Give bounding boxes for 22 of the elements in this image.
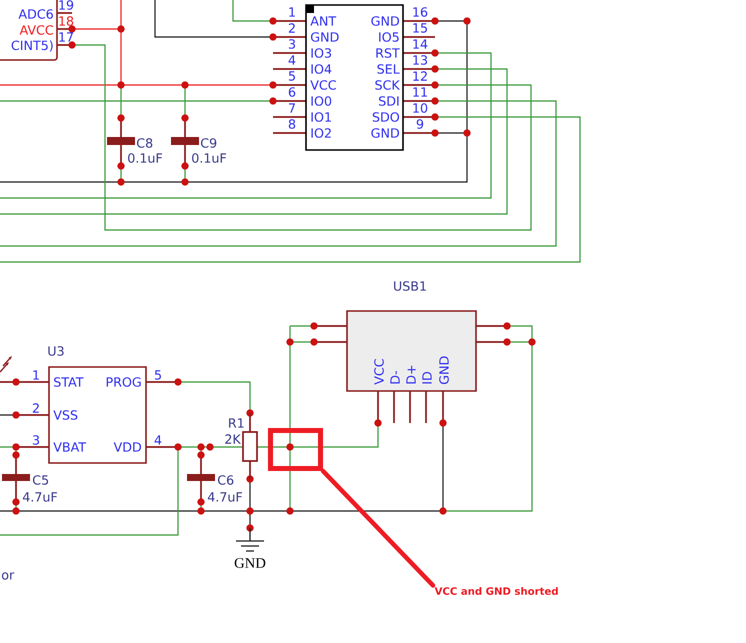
component-label: 2K	[225, 434, 241, 444]
node-label: U3	[48, 346, 64, 356]
component-label: 0.1uF	[192, 153, 226, 163]
annotation-text: VCC and GND shorted	[434, 587, 558, 595]
highlight-square	[268, 428, 324, 472]
pin-number: 9	[416, 119, 424, 129]
text-fragment: or	[2, 572, 14, 580]
component-label: R1	[229, 418, 244, 428]
component-label: C5	[32, 475, 48, 485]
chip-box: ADC6 AVCC CINT5)	[0, 0, 58, 61]
component-label: 4.7uF	[22, 492, 57, 502]
component-label: 4.7uF	[208, 492, 242, 502]
node-label: USB1	[394, 281, 426, 291]
leader-line	[320, 468, 436, 588]
component-label: C6	[218, 475, 234, 485]
ground-label: GND	[234, 558, 266, 568]
component-label: C9	[200, 138, 216, 148]
connector-box: VCC D- D+ ID GND USB1	[346, 281, 477, 392]
chip-box: STAT VSS VBAT PROG VDD U3	[48, 346, 147, 464]
component-label: C8	[136, 138, 152, 148]
component-label: 0.1uF	[128, 153, 162, 163]
chip-box: ANT GND IO3 IO4 VCC IO0 IO1 IO2 GND IO5 RST SEL SCK SDI SDO GND	[305, 4, 404, 151]
